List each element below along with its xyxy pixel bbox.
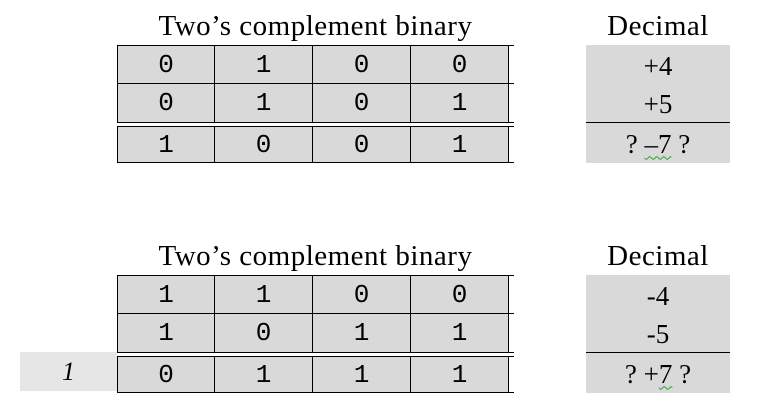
result-prefix: ? + [624, 358, 659, 389]
decimal-table: -4 -5 ? +7 ? [586, 275, 730, 393]
bit-cell: 1 [215, 46, 313, 83]
overflow-carry-bit: 1 [20, 352, 117, 391]
result-suffix: ? [671, 128, 691, 159]
bit-cell: 1 [117, 276, 215, 313]
decimal-result: ? –7 ? [586, 125, 730, 163]
decimal-operand-2: -5 [646, 318, 670, 349]
bit-cell: 0 [313, 276, 411, 313]
addition-example-positive: Two’s complement binary Decimal 0 1 0 0 … [0, 0, 763, 180]
decimal-result: ? +7 ? [586, 355, 730, 393]
binary-header: Two’s complement binary [158, 10, 473, 42]
bit-cell: 0 [117, 357, 215, 392]
bit-cell: 1 [313, 314, 411, 352]
bit-cell: 1 [411, 84, 509, 122]
bit-cell: 1 [215, 84, 313, 122]
binary-row-operand-2: 0 1 0 1 [117, 84, 514, 123]
binary-table: 0 1 0 0 0 1 0 1 1 0 0 1 [117, 45, 514, 163]
binary-row-operand-1: 0 1 0 0 [117, 45, 514, 84]
decimal-operand-1: +4 [643, 50, 673, 81]
bit-cell: 0 [313, 127, 411, 162]
bit-cell: 1 [117, 314, 215, 352]
sum-divider [586, 122, 730, 123]
bit-cell: 1 [117, 127, 215, 162]
bit-cell: 1 [411, 357, 509, 392]
decimal-operand-1: -4 [646, 280, 670, 311]
binary-row-sum: 1 0 0 1 [117, 126, 514, 163]
binary-row-sum: 0 1 1 1 [117, 356, 514, 393]
bit-cell: 1 [215, 357, 313, 392]
decimal-table: +4 +5 ? –7 ? [586, 45, 730, 163]
bit-cell: 0 [411, 46, 509, 83]
bit-cell: 0 [313, 46, 411, 83]
decimal-header: Decimal [607, 240, 709, 272]
result-value: 7 [658, 358, 673, 389]
decimal-header: Decimal [607, 10, 709, 42]
bit-cell: 0 [215, 314, 313, 352]
binary-header: Two’s complement binary [158, 240, 473, 272]
addition-example-negative: Two’s complement binary Decimal 1 1 0 0 … [0, 230, 763, 410]
binary-row-operand-2: 1 0 1 1 [117, 314, 514, 353]
result-suffix: ? [672, 358, 692, 389]
bit-cell: 0 [411, 276, 509, 313]
sum-divider [586, 352, 730, 353]
bit-cell: 1 [215, 276, 313, 313]
result-prefix: ? [625, 128, 645, 159]
bit-cell: 0 [313, 84, 411, 122]
bit-cell: 0 [117, 46, 215, 83]
binary-row-operand-1: 1 1 0 0 [117, 275, 514, 314]
bit-cell: 1 [313, 357, 411, 392]
bit-cell: 1 [411, 314, 509, 352]
bit-cell: 0 [117, 84, 215, 122]
bit-cell: 1 [411, 127, 509, 162]
decimal-operand-2: +5 [643, 88, 673, 119]
binary-table: 1 1 0 0 1 0 1 1 0 1 1 1 [117, 275, 514, 393]
result-value: –7 [644, 128, 672, 159]
bit-cell: 0 [215, 127, 313, 162]
